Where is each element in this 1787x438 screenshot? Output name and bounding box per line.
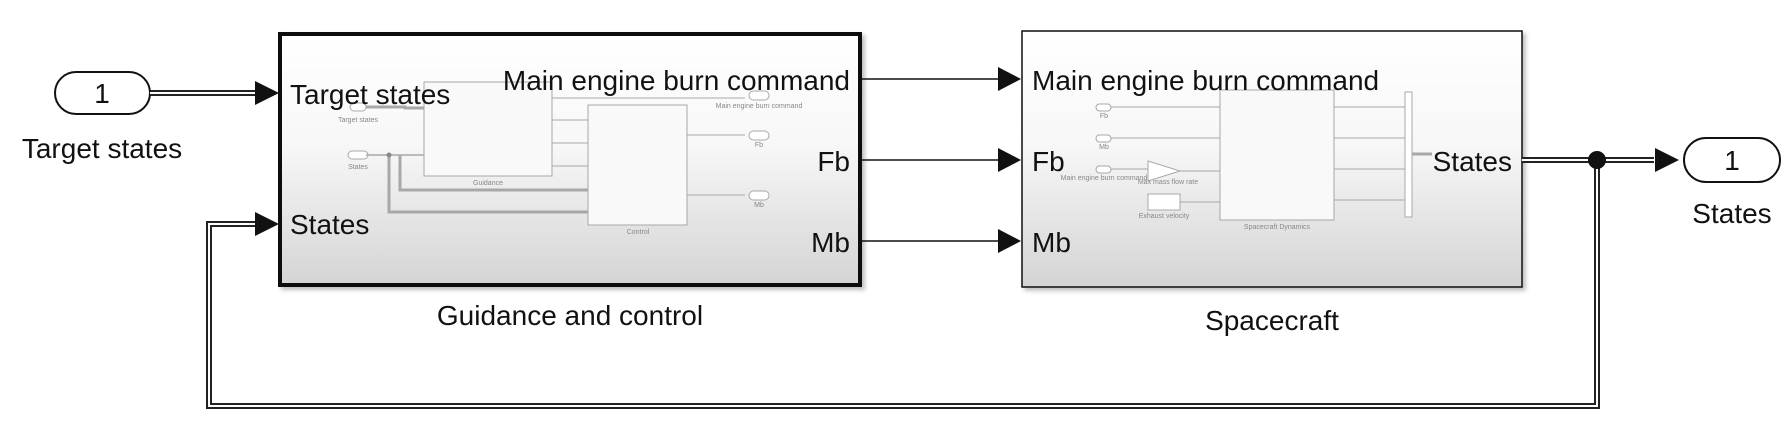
guidance-output-mb: Mb <box>811 227 850 258</box>
arrow-head-icon <box>998 229 1021 253</box>
outport-number: 1 <box>1724 145 1740 176</box>
outport-states[interactable]: 1 <box>1683 137 1781 183</box>
arrow-head-icon <box>255 212 279 236</box>
signal-states-bus[interactable] <box>206 148 1679 409</box>
signal-target-states[interactable] <box>150 81 279 105</box>
arrow-head-icon <box>998 67 1021 91</box>
preview-exhaust: Exhaust velocity <box>1139 213 1190 220</box>
preview-dynamics-label: Spacecraft Dynamics <box>1244 224 1311 231</box>
spacecraft-preview: Fb Mb Main engine burn command Max mass … <box>1061 89 1432 231</box>
outport-label: States <box>1692 198 1771 229</box>
preview-main-engine: Main engine burn command <box>1061 175 1148 182</box>
spacecraft-block-title: Spacecraft <box>1205 305 1339 336</box>
signal-main-engine-burn-command[interactable] <box>862 67 1021 91</box>
preview-main-engine: Main engine burn command <box>716 103 803 110</box>
spacecraft-block[interactable]: Fb Mb Main engine burn command Max mass … <box>1021 30 1523 288</box>
preview-control-label: Control <box>627 229 650 236</box>
constant-subblock <box>1147 193 1181 211</box>
preview-target-states: Target states <box>338 117 379 124</box>
guidance-and-control-block[interactable]: Target states States Guidance Control Ma… <box>278 32 862 287</box>
guidance-input-target-states: Target states <box>290 79 450 110</box>
inport-label: Target states <box>22 133 182 164</box>
dynamics-subblock <box>1219 89 1335 221</box>
signal-mb[interactable] <box>862 229 1021 253</box>
bus-creator-subblock <box>1404 91 1413 218</box>
spacecraft-input-fb: Fb <box>1032 146 1065 177</box>
spacecraft-input-main-engine: Main engine burn command <box>1032 65 1379 96</box>
branch-point-icon <box>1588 151 1606 169</box>
spacecraft-output-states: States <box>1433 146 1512 177</box>
guidance-input-states: States <box>290 209 369 240</box>
spacecraft-input-mb: Mb <box>1032 227 1071 258</box>
guidance-block-title: Guidance and control <box>437 300 703 331</box>
preview-mb: Mb <box>1099 144 1109 151</box>
guidance-subblock <box>423 81 553 177</box>
inport-target-states[interactable]: 1 <box>54 71 151 115</box>
guidance-preview: Target states States Guidance Control Ma… <box>338 81 803 236</box>
gain-icon <box>1147 160 1182 182</box>
arrow-head-icon <box>998 148 1021 172</box>
inport-number: 1 <box>94 78 110 109</box>
preview-fb: Fb <box>755 142 763 149</box>
guidance-output-main-engine: Main engine burn command <box>503 65 850 96</box>
guidance-output-fb: Fb <box>817 146 850 177</box>
arrow-head-icon <box>1655 148 1679 172</box>
control-subblock <box>587 104 688 226</box>
preview-fb: Fb <box>1100 113 1108 120</box>
preview-states: States <box>348 164 368 171</box>
preview-mb: Mb <box>754 202 764 209</box>
arrow-head-icon <box>255 81 279 105</box>
preview-max-flow: Max mass flow rate <box>1138 179 1198 186</box>
preview-guidance-label: Guidance <box>473 180 503 187</box>
signal-fb[interactable] <box>862 148 1021 172</box>
